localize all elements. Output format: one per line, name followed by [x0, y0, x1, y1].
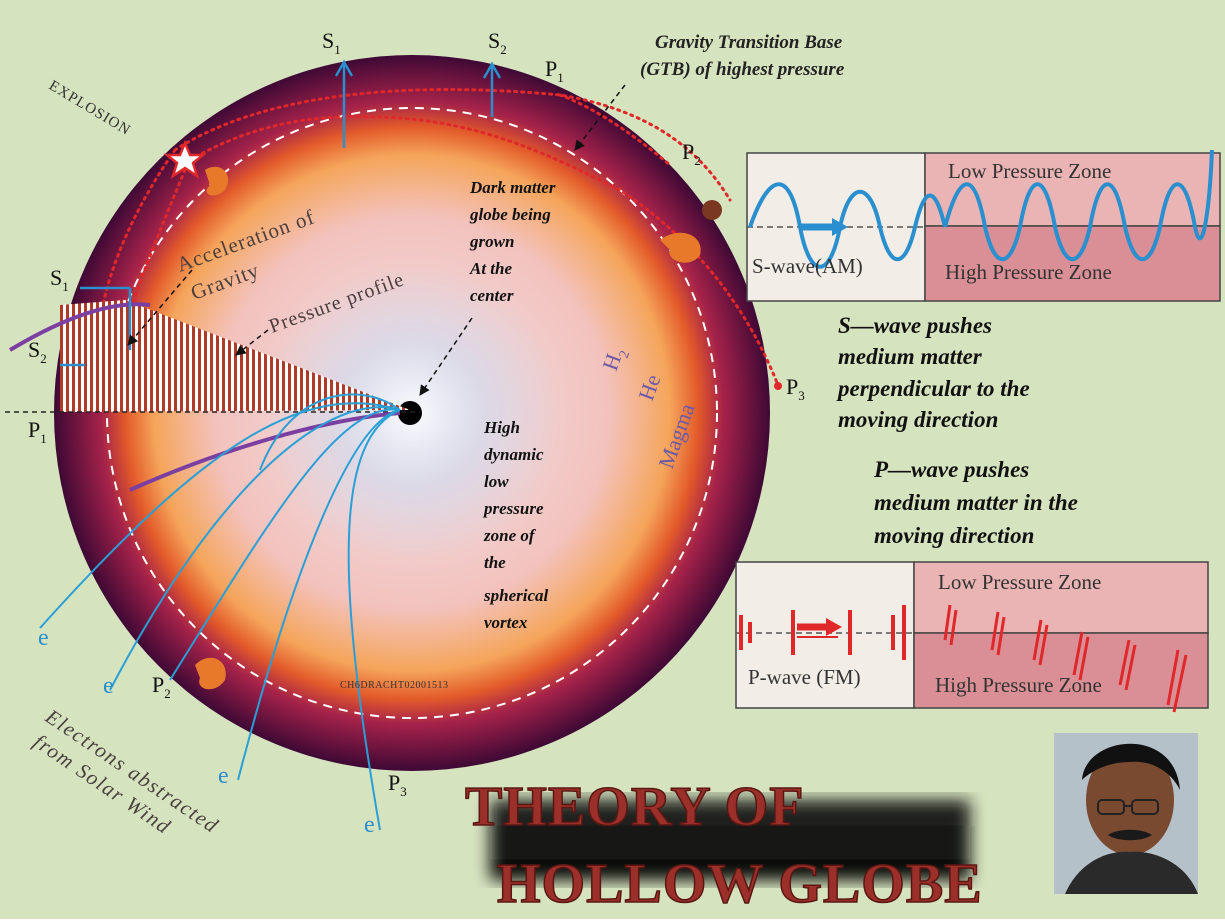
s-wave-low-label: Low Pressure Zone: [948, 159, 1111, 183]
dark-matter-line: Dark matter: [469, 178, 556, 197]
p-wave-desc-line: P—wave pushes: [873, 457, 1029, 482]
p-wave-description: P—wave pushes medium matter in the movin…: [873, 457, 1078, 548]
p2-bottom-label: P2: [152, 672, 171, 701]
s1-left-label: S1: [50, 265, 69, 294]
electron-label: e: [103, 673, 114, 699]
dark-matter-line: At the: [469, 259, 512, 278]
p3-marker: [774, 382, 782, 390]
high-dynamic-line: dynamic: [484, 445, 544, 464]
high-dynamic-line: pressure: [482, 499, 544, 518]
s2-top-label: S2: [488, 28, 507, 57]
electron-labels: e e e e: [38, 625, 375, 838]
title-line1: THEORY OF: [465, 776, 804, 838]
high-dynamic-line: spherical: [483, 586, 549, 605]
electron-label: e: [364, 812, 375, 838]
gtb-dashed-circle: [106, 107, 718, 719]
dark-matter-text: Dark matter globe being grown At the cen…: [469, 178, 556, 305]
s-wave-desc-line: moving direction: [838, 407, 998, 432]
high-dynamic-text: High dynamic low pressure zone of the sp…: [482, 418, 549, 632]
s2-left-label: S2: [28, 337, 47, 366]
high-dynamic-line: low: [484, 472, 509, 491]
electron-paths: [39, 393, 401, 831]
dark-matter-line: grown: [469, 232, 514, 251]
p3-bottom-label: P3: [388, 770, 407, 799]
p-wave-desc-line: medium matter in the: [874, 490, 1078, 515]
wave-point-labels: S1 S2 P1 P2 P3 S1 S2 P1 P2 P3: [28, 28, 805, 799]
title-banner: THEORY OF HOLLOW GLOBE: [464, 775, 983, 916]
gtb-label-line1: Gravity Transition Base: [655, 32, 843, 53]
dark-matter-line: center: [470, 286, 514, 305]
p3-right-label: P3: [786, 374, 805, 403]
s1-top-label: S1: [322, 28, 341, 57]
watermark: CH6DRACHT02001513: [340, 680, 449, 691]
p2-right-label: P2: [682, 139, 701, 168]
s-wave-box: S-wave(AM) Low Pressure Zone High Pressu…: [746, 149, 1221, 302]
p-wave-desc-line: moving direction: [874, 523, 1034, 548]
p-wave-label: P-wave (FM): [748, 665, 861, 689]
electron-label: e: [38, 625, 49, 651]
title-line2: HOLLOW GLOBE: [497, 853, 983, 915]
s-wave-description: S—wave pushes medium matter perpendicula…: [836, 313, 1030, 432]
eruption-plumes: [195, 166, 722, 690]
p-wave-box: P-wave (FM) Low Pressure Zone High Press…: [735, 561, 1209, 713]
author-photo: [1054, 733, 1198, 894]
p1-top-label: P1: [545, 56, 564, 85]
high-dynamic-line: High: [483, 418, 520, 437]
gtb-label-line2: (GTB) of highest pressure: [640, 59, 845, 80]
high-dynamic-line: vortex: [484, 613, 528, 632]
dark-matter-line: globe being: [469, 205, 551, 224]
p-wave-low-label: Low Pressure Zone: [938, 570, 1101, 594]
inner-dark-matter-core: [398, 401, 422, 425]
s-wave-desc-line: medium matter: [838, 344, 983, 369]
s-wave-desc-line: S—wave pushes: [838, 313, 992, 338]
high-dynamic-line: the: [484, 553, 506, 572]
h2-label: H2: [597, 344, 633, 376]
p1-left-label: P1: [28, 417, 47, 446]
s-wave-high-label: High Pressure Zone: [945, 260, 1112, 284]
s-wave-desc-line: perpendicular to the: [836, 376, 1030, 401]
globe: [54, 55, 770, 771]
electron-label: e: [218, 763, 229, 789]
pointer-arrows: [127, 84, 626, 396]
high-dynamic-line: zone of: [483, 526, 537, 545]
s-wave-label: S-wave(AM): [752, 254, 863, 278]
p-wave-high-label: High Pressure Zone: [935, 673, 1102, 697]
explosion-star: [163, 139, 207, 179]
